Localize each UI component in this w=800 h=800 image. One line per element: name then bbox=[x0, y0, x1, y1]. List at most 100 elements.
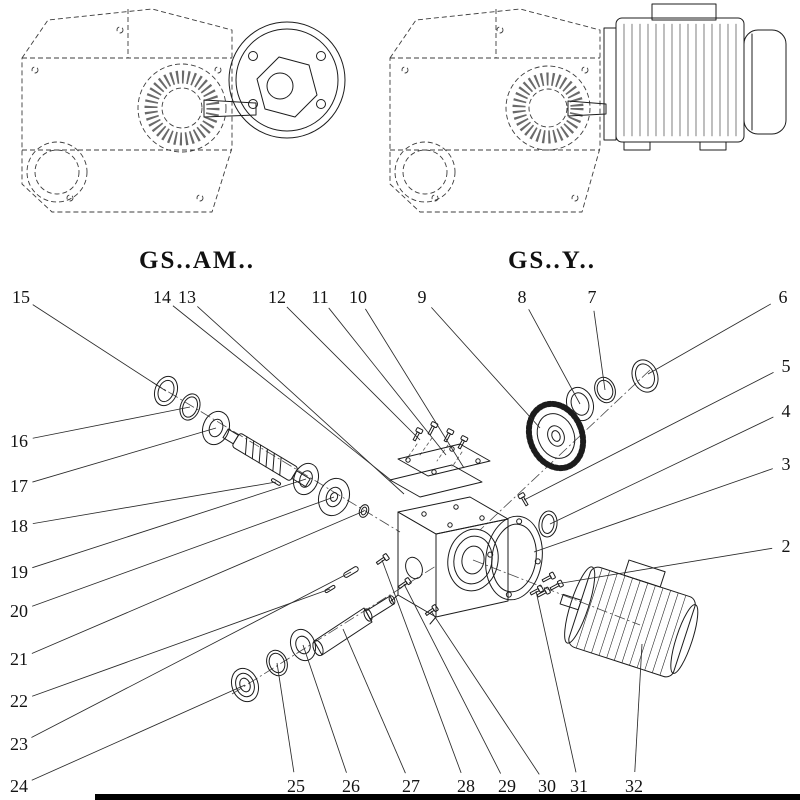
leader-line-25 bbox=[276, 662, 295, 773]
leader-line-6 bbox=[647, 303, 772, 375]
motor-axis-line bbox=[472, 559, 641, 626]
leader-line-29 bbox=[403, 583, 502, 774]
part-21-ring bbox=[358, 504, 370, 518]
leader-line-17 bbox=[32, 427, 217, 483]
part-number-10: 10 bbox=[349, 287, 367, 307]
leader-line-16 bbox=[32, 406, 191, 439]
leader-line-22 bbox=[32, 588, 331, 697]
part-number-26: 26 bbox=[342, 776, 360, 796]
variant-label-gs-am: GS..AM.. bbox=[139, 247, 255, 274]
leader-line-26 bbox=[302, 644, 347, 773]
leader-line-13 bbox=[197, 306, 405, 495]
part-32-motor bbox=[559, 559, 699, 678]
part-number-25: 25 bbox=[287, 776, 305, 796]
motor-drawing bbox=[603, 3, 787, 151]
part-number-18: 18 bbox=[10, 516, 28, 536]
gearbox-y-drawing bbox=[389, 3, 787, 213]
variant-label-gs-y: GS..Y.. bbox=[508, 247, 596, 274]
part-number-12: 12 bbox=[268, 287, 286, 307]
part-number-9: 9 bbox=[418, 287, 427, 307]
fan-cowl bbox=[743, 29, 787, 135]
part-16-circlip bbox=[179, 393, 201, 421]
part-13-gasket bbox=[389, 464, 483, 498]
leader-line-11 bbox=[328, 307, 447, 456]
worm-shaft bbox=[222, 428, 311, 488]
part-number-19: 19 bbox=[10, 562, 28, 582]
part-number-24: 24 bbox=[10, 776, 28, 796]
part-17-bearing bbox=[201, 410, 231, 446]
part-3-flange bbox=[485, 515, 543, 601]
gear-housing bbox=[390, 496, 509, 625]
part-number-32: 32 bbox=[625, 776, 643, 796]
part-20-washer bbox=[317, 477, 351, 517]
part-8-bushing bbox=[565, 386, 595, 422]
part-number-28: 28 bbox=[457, 776, 475, 796]
part-number-16: 16 bbox=[10, 431, 28, 451]
output-flange-group bbox=[485, 510, 565, 601]
leader-line-5 bbox=[523, 371, 774, 501]
part-number-31: 31 bbox=[570, 776, 588, 796]
gearbox-am-drawing bbox=[21, 8, 346, 213]
input-bore-hatch bbox=[512, 72, 584, 144]
part-number-5: 5 bbox=[782, 356, 791, 376]
part-number-11: 11 bbox=[311, 287, 328, 307]
cover-assembly bbox=[389, 420, 491, 498]
leader-line-32 bbox=[634, 643, 643, 773]
part-number-7: 7 bbox=[588, 287, 597, 307]
leader-line-12 bbox=[286, 306, 421, 441]
input-bore-hatch bbox=[144, 70, 220, 146]
part-number-14: 14 bbox=[153, 287, 171, 307]
bottom-border bbox=[95, 794, 800, 800]
part-23-key bbox=[343, 566, 359, 578]
mounting-flange-drawing bbox=[228, 21, 346, 139]
part-number-3: 3 bbox=[782, 454, 791, 474]
input-shaft-stub bbox=[203, 99, 257, 118]
part-number-22: 22 bbox=[10, 691, 28, 711]
leader-line-8 bbox=[528, 309, 581, 405]
part-27-output-shaft bbox=[312, 595, 396, 657]
gear-axis-line bbox=[479, 369, 651, 531]
leader-line-21 bbox=[31, 510, 365, 654]
part-number-23: 23 bbox=[10, 734, 28, 754]
part-6-ring bbox=[631, 359, 659, 393]
leader-line-15 bbox=[32, 304, 167, 392]
coupling-shaft bbox=[567, 100, 607, 117]
input-axis-line bbox=[151, 381, 401, 533]
leader-line-9 bbox=[431, 307, 541, 429]
part-22-pin bbox=[324, 584, 336, 594]
part-number-8: 8 bbox=[518, 287, 527, 307]
leader-line-4 bbox=[549, 416, 774, 525]
leader-line-2 bbox=[555, 547, 773, 585]
leader-line-23 bbox=[31, 571, 352, 738]
part-number-20: 20 bbox=[10, 601, 28, 621]
part-4-ring bbox=[538, 510, 558, 538]
part-number-30: 30 bbox=[538, 776, 556, 796]
part-15-ring bbox=[153, 375, 179, 407]
leader-line-18 bbox=[32, 481, 277, 525]
leader-line-19 bbox=[32, 478, 307, 569]
leader-line-27 bbox=[342, 628, 406, 774]
leader-line-28 bbox=[381, 559, 462, 774]
part-18-pin bbox=[270, 478, 282, 486]
part-number-6: 6 bbox=[779, 287, 788, 307]
leader-line-30 bbox=[430, 610, 540, 775]
terminal-box bbox=[651, 3, 717, 21]
leader-line-14 bbox=[172, 305, 393, 482]
part-number-17: 17 bbox=[10, 476, 28, 496]
leader-line-10 bbox=[365, 308, 465, 469]
part-number-21: 21 bbox=[10, 649, 28, 669]
leader-line-20 bbox=[32, 496, 335, 607]
part-number-29: 29 bbox=[498, 776, 516, 796]
part-number-27: 27 bbox=[402, 776, 420, 796]
leader-line-7 bbox=[593, 310, 606, 391]
leader-line-24 bbox=[31, 684, 246, 781]
part-number-15: 15 bbox=[12, 287, 30, 307]
part-number-2: 2 bbox=[782, 536, 791, 556]
part-25-circlip bbox=[266, 649, 288, 677]
leader-line-3 bbox=[533, 468, 773, 553]
leader-line-31 bbox=[535, 590, 577, 773]
